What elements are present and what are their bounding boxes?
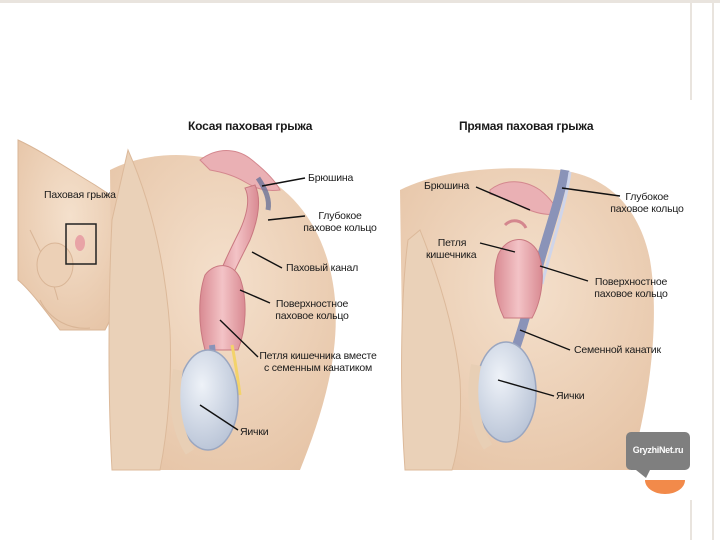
frame-line-right-inner-lower [690,500,692,540]
oblique-hernia-illustration [108,148,336,471]
right-leader-lines [475,186,621,397]
left-label-peritoneum: Брюшина [308,172,354,184]
inset-figure [17,139,123,331]
leader-right-deep-ring [561,187,621,197]
left-label-testicle: Яички [240,426,269,438]
leader-right-loop [479,242,516,253]
right-label-testicle: Яички [556,390,585,402]
leader-left-loop-cord [219,319,259,358]
leader-right-testicle [497,379,555,397]
left-label-superficial-ring: Поверхностное паховое кольцо [266,298,358,322]
leader-left-canal [251,251,283,269]
leader-left-testicle [199,404,239,431]
inset-highlight-box [65,223,97,265]
frame-line-right-outer [712,0,714,540]
right-label-loop: Петля кишечника [426,237,478,261]
right-label-loop-line2: кишечника [426,249,477,261]
leader-right-spermatic-cord [519,329,571,351]
right-label-spermatic-cord: Семенной канатик [574,344,661,356]
right-label-deep-ring-line2: паховое кольцо [610,203,684,215]
left-label-loop-cord-line1: Петля кишечника вместе [259,350,377,362]
left-label-canal: Паховый канал [286,262,359,274]
inset-label: Паховая грыжа [44,189,116,201]
left-leader-lines [199,177,306,431]
right-label-loop-line1: Петля [437,237,467,249]
right-label-superficial-ring: Поверхностное паховое кольцо [588,276,674,300]
watermark-text: GryzhiNet.ru [632,445,684,455]
left-label-deep-ring: Глубокое паховое кольцо [290,210,390,234]
left-label-loop-cord: Петля кишечника вместе с семенным канати… [254,350,382,374]
direct-hernia-illustration [400,168,654,471]
direct-hernia-title: Прямая паховая грыжа [459,119,594,133]
leader-left-superficial-ring [239,289,271,304]
right-label-deep-ring: Глубокое паховое кольцо [604,191,690,215]
right-label-superficial-ring-line1: Поверхностное [594,276,668,288]
watermark-logo [626,432,690,494]
leader-left-deep-ring [267,215,306,221]
left-label-loop-cord-line2: с семенным канатиком [263,362,373,374]
oblique-hernia-title: Косая паховая грыжа [188,119,313,133]
frame-line-right-inner [690,0,692,100]
leader-right-superficial-ring [539,265,589,282]
leader-left-peritoneum [261,177,306,187]
leader-right-peritoneum [475,186,531,211]
frame-line-top [0,0,720,3]
right-label-deep-ring-line1: Глубокое [625,191,669,203]
left-label-deep-ring-line1: Глубокое [318,210,362,222]
right-label-superficial-ring-line2: паховое кольцо [594,288,668,300]
right-label-peritoneum: Брюшина [424,180,470,192]
left-label-superficial-ring-line1: Поверхностное [275,298,349,310]
left-label-superficial-ring-line2: паховое кольцо [275,310,349,322]
left-label-deep-ring-line2: паховое кольцо [303,222,377,234]
